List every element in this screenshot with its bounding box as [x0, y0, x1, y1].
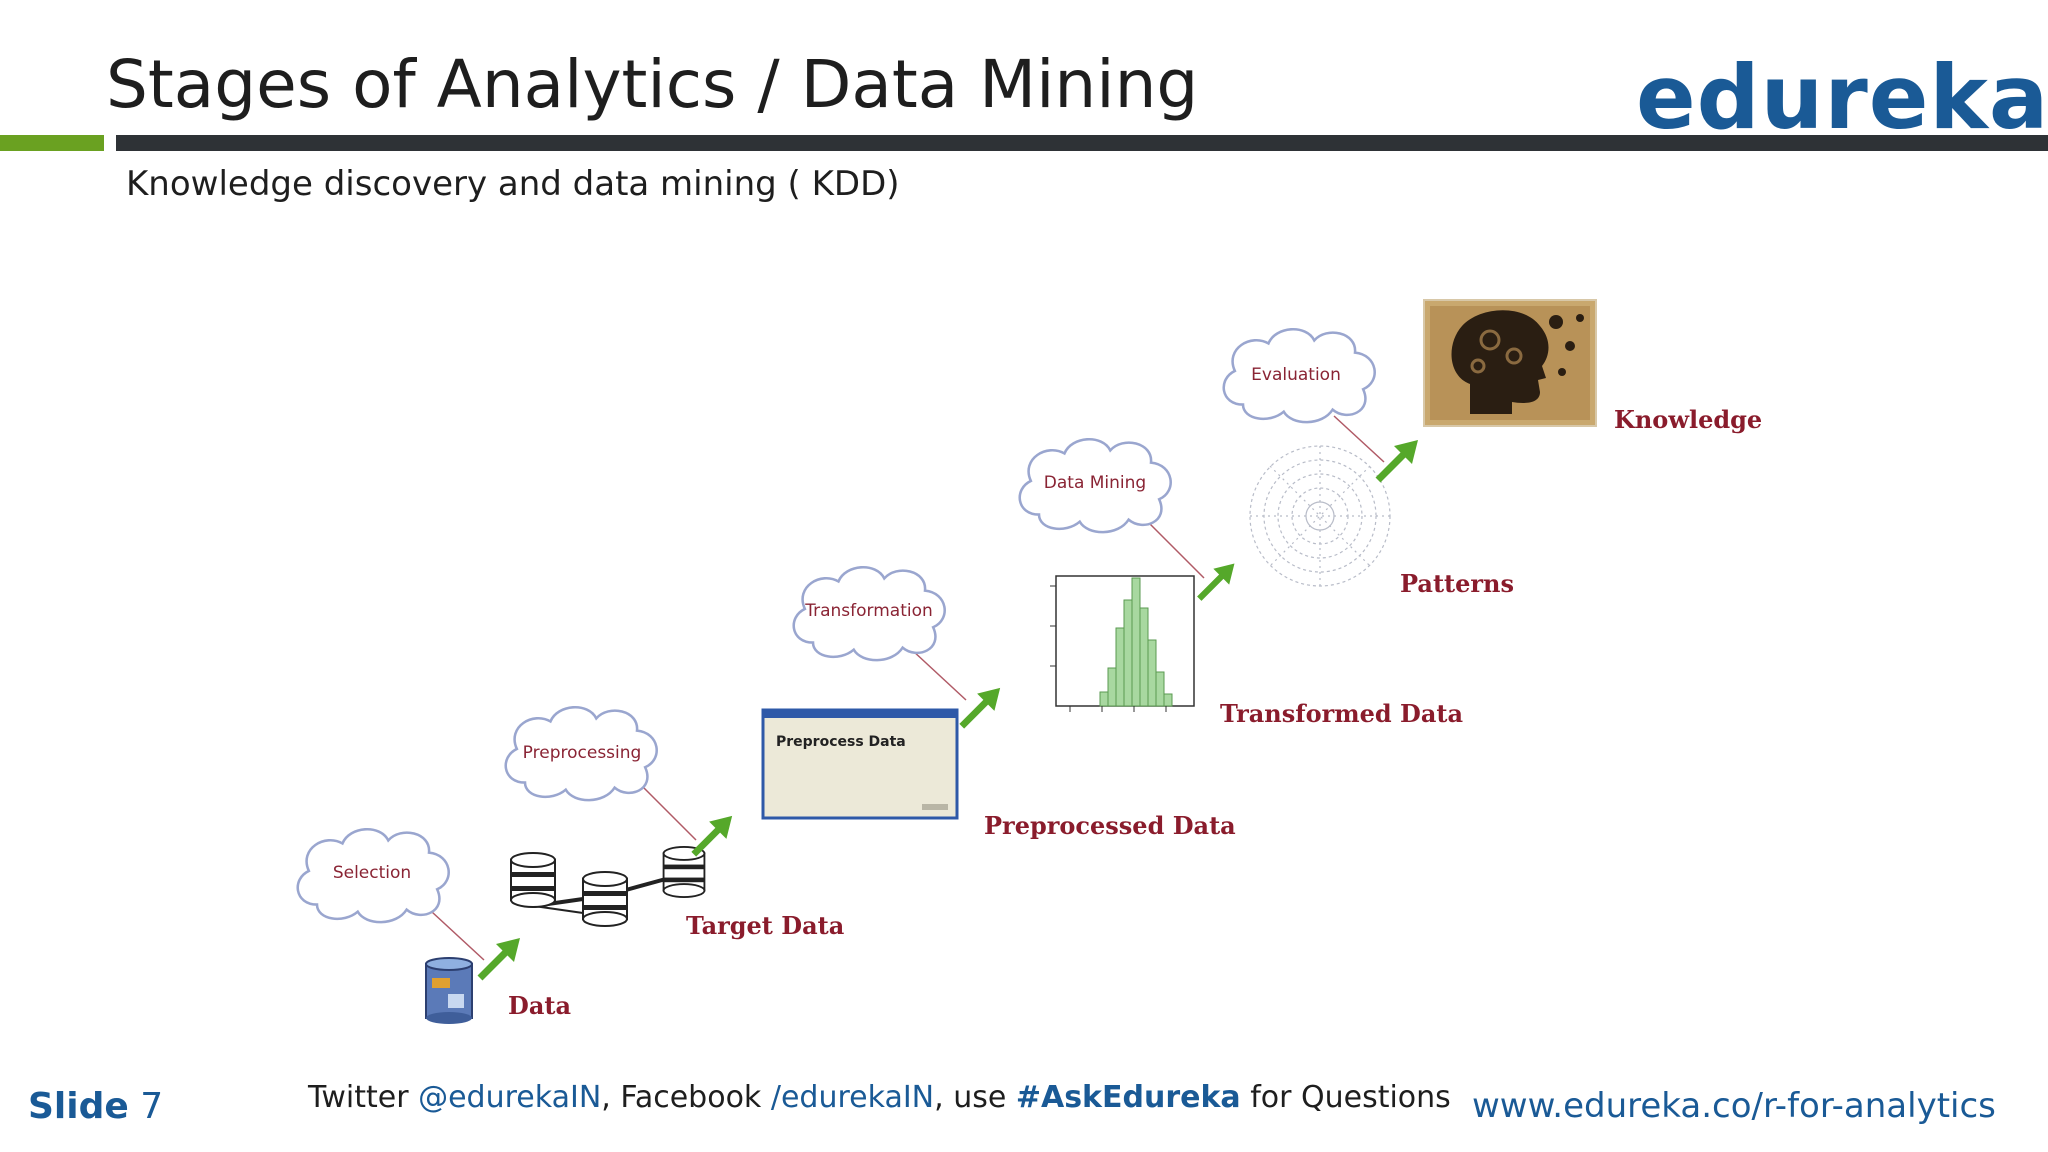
linked-databases-icon	[510, 846, 706, 928]
arrow-icon	[962, 688, 1000, 726]
cloud-data-mining: Data Mining	[1018, 437, 1172, 534]
arrow-icon	[694, 816, 732, 854]
slide-number-value: 7	[140, 1086, 164, 1127]
use-text: , use	[934, 1080, 1016, 1115]
histogram-icon	[1050, 575, 1195, 712]
step-label-data-mining: Data Mining	[1044, 473, 1146, 493]
page-title: Stages of Analytics / Data Mining	[106, 46, 1199, 123]
stage-label-knowledge: Knowledge	[1614, 405, 1762, 434]
stage-label-data: Data	[508, 991, 571, 1020]
step-label-preprocessing: Preprocessing	[523, 743, 642, 763]
title-divider-bar	[116, 135, 2048, 151]
questions-text: for Questions	[1240, 1080, 1451, 1115]
facebook-handle[interactable]: /edurekaIN	[770, 1080, 935, 1115]
stage-label-patterns: Patterns	[1400, 569, 1514, 598]
edureka-logo: edureka!	[1636, 46, 2048, 149]
stage-label-target-data: Target Data	[686, 911, 844, 940]
cloud-transformation: Transformation	[792, 565, 946, 662]
social-line: Twitter @edurekaIN, Facebook /edurekaIN,…	[308, 1080, 1451, 1115]
step-label-evaluation: Evaluation	[1251, 365, 1341, 385]
preprocess-window-title: Preprocess Data	[776, 734, 906, 750]
knowledge-head-icon	[1423, 299, 1597, 427]
stage-label-preprocessed-data: Preprocessed Data	[984, 811, 1236, 840]
course-url-link[interactable]: www.edureka.co/r-for-analytics	[1472, 1086, 1996, 1126]
patterns-radial-icon	[1249, 445, 1391, 587]
slide-number: Slide 7	[28, 1086, 163, 1127]
cloud-selection: Selection	[296, 827, 450, 924]
database-icon	[425, 957, 473, 1024]
subtitle: Knowledge discovery and data mining ( KD…	[126, 164, 900, 204]
slide-word: Slide	[28, 1086, 129, 1127]
title-accent-bar	[0, 135, 104, 151]
twitter-prefix: Twitter	[308, 1080, 419, 1115]
arrow-icon	[480, 938, 520, 978]
preprocess-window-icon: Preprocess Data	[761, 708, 959, 820]
step-label-transformation: Transformation	[804, 601, 933, 621]
step-label-selection: Selection	[333, 863, 411, 883]
cloud-preprocessing: Preprocessing	[504, 705, 658, 802]
arrow-icon	[1378, 440, 1418, 480]
stage-label-transformed-data: Transformed Data	[1220, 699, 1463, 728]
facebook-prefix: , Facebook	[601, 1080, 771, 1115]
arrow-icon	[1199, 564, 1234, 599]
cloud-evaluation: Evaluation	[1222, 327, 1376, 424]
hashtag[interactable]: #AskEdureka	[1015, 1080, 1241, 1115]
twitter-handle[interactable]: @edurekaIN	[418, 1080, 602, 1115]
